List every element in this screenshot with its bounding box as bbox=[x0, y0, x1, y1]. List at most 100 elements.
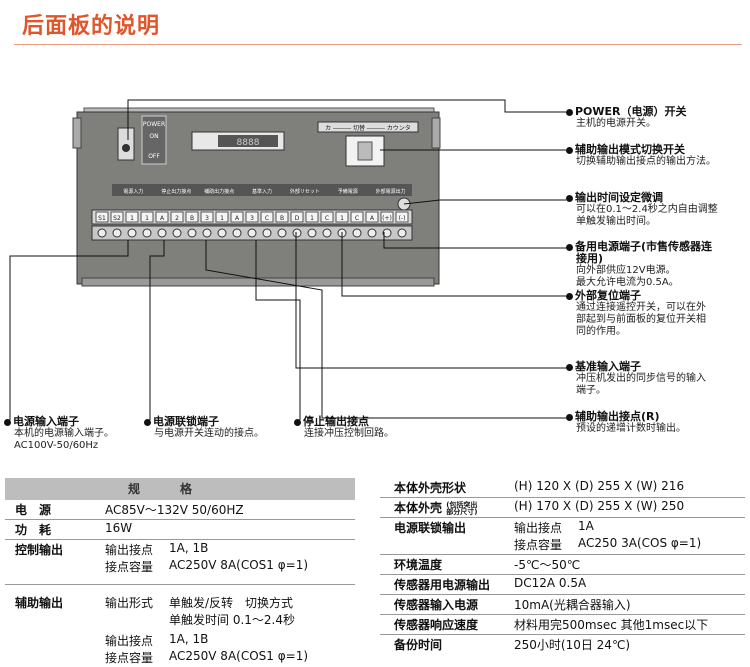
terminal-cell bbox=[230, 211, 244, 223]
terminal-group-label: 外部リセット bbox=[290, 188, 320, 195]
callout-aux-contact-line1: 预设的递增计数时输出。 bbox=[576, 423, 686, 434]
spec-sub-key: 输出接点 bbox=[105, 543, 154, 557]
terminal-group-label: 停止出力接点 bbox=[161, 188, 191, 195]
callout-aux-mode-head: 辅助输出模式切换开关 bbox=[575, 143, 685, 156]
bullet-icon bbox=[566, 363, 573, 371]
spec-sub-key: 输出接点 bbox=[105, 634, 154, 648]
callout-stop-output-line1: 连接冲压控制回路。 bbox=[304, 428, 394, 439]
power-label: POWER bbox=[143, 121, 165, 128]
terminal-group-label: 基準入力 bbox=[252, 188, 272, 195]
terminal-screw bbox=[202, 228, 212, 238]
spec-key-text: 本体外壳 bbox=[394, 501, 443, 515]
callout-ref-input: 基准输入端子 冲压机发出的同步信号的输入 端子。 bbox=[566, 361, 748, 397]
terminal-label: C bbox=[265, 215, 269, 222]
terminal-label: A bbox=[235, 215, 240, 222]
terminal-label: 1 bbox=[130, 215, 134, 222]
terminal-cell bbox=[395, 211, 409, 223]
bullet-icon bbox=[566, 243, 573, 251]
callout-output-time-line2: 单触发输出时间。 bbox=[576, 216, 656, 227]
spec-table-left: 规格 电 源 AC85V～132V 50/60HZ 功 耗 16W 控制输出 输… bbox=[5, 478, 355, 667]
leader-ref-input bbox=[295, 232, 566, 369]
terminal-label: (-) bbox=[399, 215, 406, 222]
callout-power: POWER（电源）开关 主机的电源开关。 bbox=[566, 106, 746, 130]
terminal-screw bbox=[127, 228, 137, 238]
counter-window bbox=[218, 135, 278, 147]
terminal-cell bbox=[170, 211, 184, 223]
terminal-screw bbox=[97, 228, 107, 238]
spec-key: 电源联锁输出 bbox=[394, 521, 467, 535]
terminal-label: B bbox=[190, 215, 194, 222]
callout-power-input-line1: 本机的电源输入端子。 bbox=[14, 428, 114, 439]
terminal-screw bbox=[367, 228, 377, 238]
terminal-screw bbox=[187, 228, 197, 238]
counter-digits: 8888 bbox=[237, 138, 260, 148]
spec-sub-value: 1A, 1B bbox=[169, 632, 209, 646]
spec-row: 传感器用电源输出 DC12A 0.5A bbox=[380, 575, 745, 595]
callout-output-time-head: 输出时间设定微调 bbox=[575, 191, 663, 204]
callout-power-head: POWER（电源）开关 bbox=[575, 105, 687, 118]
page-title: 后面板的说明 bbox=[22, 14, 161, 39]
terminal-cell bbox=[365, 211, 379, 223]
spec-key: 传感器响应速度 bbox=[394, 618, 479, 632]
spec-sub-value: AC250V 8A(COS1 φ=1) bbox=[169, 558, 309, 572]
spec-sub-key: 接点容量 bbox=[514, 538, 563, 552]
spec-key: 传感器用电源输出 bbox=[394, 578, 491, 592]
spec-value: -5℃～50℃ bbox=[514, 558, 581, 572]
spec-sub-key: 输出接点 bbox=[514, 521, 563, 535]
spec-row: 辅助输出 输出形式单触发/反转 切换方式 单触发时间 0.1～2.4秒 输出接点… bbox=[5, 585, 355, 667]
terminal-screw bbox=[382, 228, 392, 238]
callout-output-time: 输出时间设定微调 可以在0.1～2.4秒之内自由调整 单触发输出时间。 bbox=[566, 192, 746, 228]
spec-row: 功 耗 16W bbox=[5, 520, 355, 540]
terminal-cell bbox=[215, 211, 229, 223]
rear-panel-diagram: POWER ON OFF 8888 カ ――― 切替 ――― カウンタ 電源入力… bbox=[9, 99, 566, 420]
spec-value: 10mA(光耦合器输入) bbox=[514, 598, 631, 612]
terminal-label: A bbox=[370, 215, 375, 222]
terminal-cell bbox=[125, 211, 139, 223]
callout-aux-contact-head: 辅助输出接点(R) bbox=[575, 410, 660, 423]
terminal-cell bbox=[245, 211, 259, 223]
terminal-group-label: 電源入力 bbox=[123, 188, 143, 195]
bullet-icon bbox=[566, 413, 573, 421]
group-label-strip bbox=[112, 184, 412, 196]
terminal-cell bbox=[155, 211, 169, 223]
spec-sub-value: 单触发时间 0.1～2.4秒 bbox=[169, 613, 295, 627]
selector-plate bbox=[317, 121, 419, 133]
spec-value: DC12A 0.5A bbox=[514, 576, 587, 590]
spec-sub-value: AC250 3A(COS φ=1) bbox=[578, 536, 702, 550]
callout-ext-reset-line1: 通过连接遥控开关，可以在外 bbox=[576, 302, 706, 313]
terminal-screw bbox=[262, 228, 272, 238]
callout-ext-reset-line2: 部起到与前面板的复位开关相 bbox=[576, 314, 706, 325]
terminal-screw bbox=[292, 228, 302, 238]
spec-key: 环境温度 bbox=[394, 558, 443, 572]
terminal-label: 1 bbox=[220, 215, 224, 222]
callout-ext-reset-line3: 同的作用。 bbox=[576, 326, 626, 337]
spec-value: (H) 120 X (D) 255 X (W) 216 bbox=[514, 479, 685, 493]
terminal-group-label: 外部電源出力 bbox=[376, 188, 406, 195]
bullet-icon bbox=[566, 194, 573, 202]
spec-sub-key: 接点容量 bbox=[105, 651, 154, 665]
spec-row: 备份时间 250小时(10日 24℃) bbox=[380, 635, 745, 654]
terminal-label: A bbox=[160, 215, 165, 222]
leader-output-time bbox=[403, 199, 566, 205]
terminal-label: 1 bbox=[340, 215, 344, 222]
power-on-label: ON bbox=[149, 133, 158, 140]
spec-row: 本体外壳形状 (H) 120 X (D) 255 X (W) 216 bbox=[380, 478, 745, 498]
callout-aux-mode: 辅助输出模式切换开关 切换辅助输出接点的输出方法。 bbox=[566, 144, 746, 168]
spec-row: 环境温度 -5℃～50℃ bbox=[380, 555, 745, 575]
callout-ext-reset-head: 外部复位端子 bbox=[575, 289, 641, 302]
terminal-cell bbox=[380, 211, 394, 223]
power-off-label: OFF bbox=[148, 153, 160, 160]
callout-spare-power: 备用电源端子(市售传感器连 接用) 向外部供应12V电源。 最大允许电流为0.5… bbox=[566, 241, 748, 289]
spec-key: 功 耗 bbox=[15, 523, 52, 537]
terminal-screw bbox=[112, 228, 122, 238]
spec-row: 传感器响应速度 材料用完500msec 其他1msec以下 bbox=[380, 615, 745, 635]
terminal-cell bbox=[95, 211, 109, 223]
spec-row: 电 源 AC85V～132V 50/60HZ bbox=[5, 500, 355, 520]
terminal-label: D bbox=[295, 215, 300, 222]
leader-ext-reset bbox=[341, 232, 566, 297]
terminal-label: S1 bbox=[98, 215, 106, 222]
terminal-cell bbox=[350, 211, 364, 223]
bullet-icon bbox=[566, 108, 573, 116]
